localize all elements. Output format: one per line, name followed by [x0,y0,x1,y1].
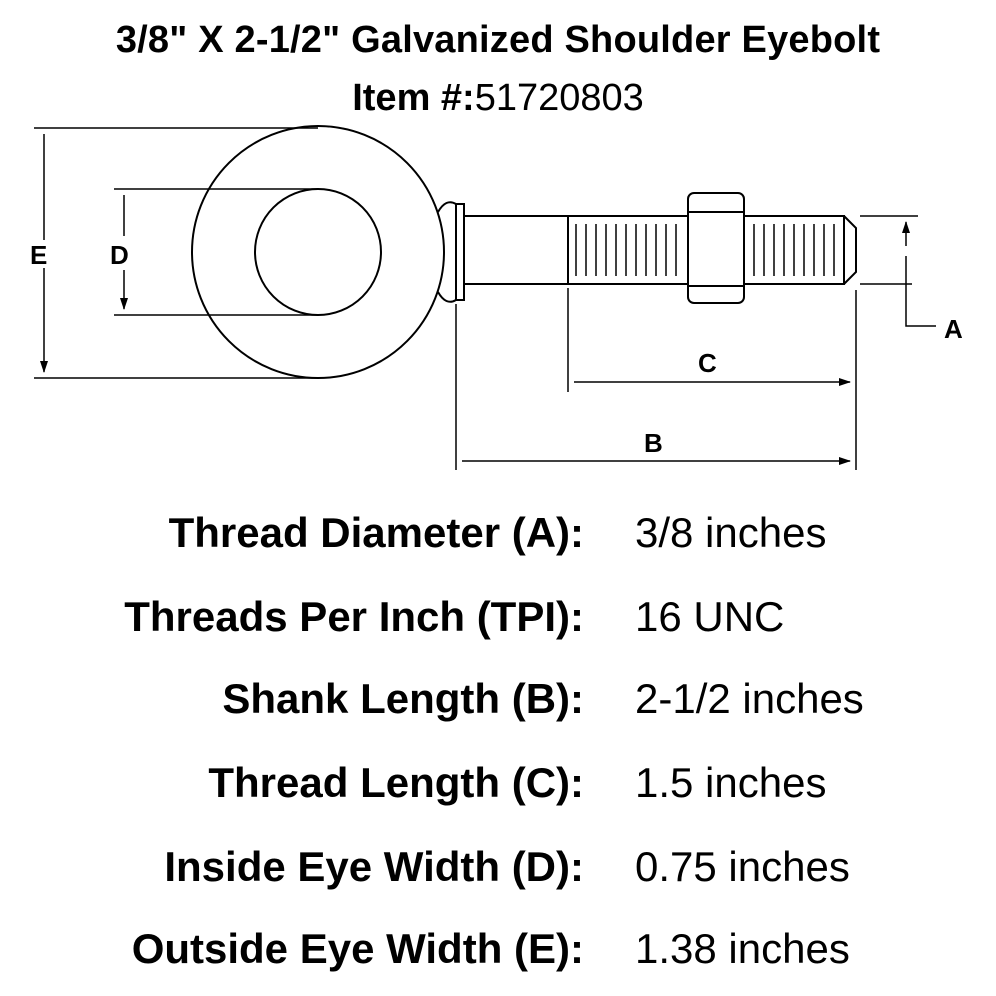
spec-row-tpi: Threads Per Inch (TPI): 16 UNC [0,587,996,647]
eyebolt-drawing [191,125,857,379]
label-d: D [110,240,129,270]
spec-value: 2-1/2 inches [635,675,864,722]
item-number: 51720803 [474,77,644,119]
spec-label: Threads Per Inch (TPI): [124,593,584,640]
spec-row-inside-eye-width: Inside Eye Width (D): 0.75 inches [0,837,996,897]
item-number-line: Item #:51720803 [0,76,996,120]
label-e: E [30,240,47,270]
spec-row-thread-diameter: Thread Diameter (A): 3/8 inches [0,503,996,563]
spec-label: Outside Eye Width (E): [131,925,584,972]
spec-label: Inside Eye Width (D): [164,843,584,890]
label-a: A [944,314,963,344]
product-title: 3/8" X 2-1/2" Galvanized Shoulder Eyebol… [115,19,881,61]
label-c: C [698,348,717,378]
eye-inner-hole [254,188,382,316]
item-number-prefix: Item #: [352,77,475,119]
spec-row-outside-eye-width: Outside Eye Width (E): 1.38 inches [0,919,996,979]
thread-tip [843,215,857,285]
spec-row-shank-length: Shank Length (B): 2-1/2 inches [0,669,996,729]
spec-value: 16 UNC [635,593,785,640]
hex-nut [687,192,745,304]
label-b: B [644,428,663,458]
spec-label: Thread Diameter (A): [168,509,584,556]
spec-value: 1.5 inches [635,759,827,806]
eye-neck [437,201,457,303]
shank [464,215,568,285]
spec-label: Thread Length (C): [208,759,584,806]
shoulder-collar [455,203,465,301]
spec-label: Shank Length (B): [222,675,584,722]
dimension-labels: E D A C B [30,240,963,458]
dimension-lines [34,127,936,470]
eyebolt-diagram: E D A C B [30,125,963,490]
spec-value: 1.38 inches [635,925,850,972]
eye-outer-ring [191,125,445,379]
spec-value: 0.75 inches [635,843,850,890]
thread-lines [575,224,835,276]
spec-value: 3/8 inches [635,509,827,556]
spec-row-thread-length: Thread Length (C): 1.5 inches [0,753,996,813]
